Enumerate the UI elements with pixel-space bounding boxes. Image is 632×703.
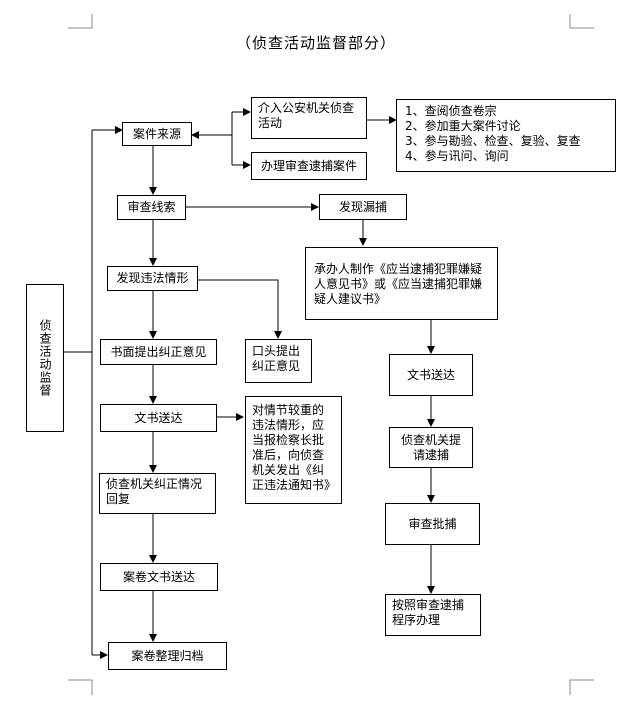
node-doc-send-right-label: 文书送达 (406, 368, 455, 382)
node-doc-send-right: 文书送达 (389, 354, 473, 396)
node-review-arrest: 审查批捕 (385, 503, 480, 545)
node-review-clues: 审查线索 (117, 195, 186, 220)
crop-marks (68, 14, 594, 695)
node-written-opinion: 书面提出纠正意见 (100, 339, 217, 365)
node-archive-send: 案卷文书送达 (100, 563, 218, 591)
node-per-procedure: 按照审查逮捕程序办理 (385, 594, 481, 636)
node-doc-send-left: 文书送达 (100, 404, 217, 432)
node-find-violation: 发现违法情形 (107, 266, 198, 291)
node-oral-opinion: 口头提出纠正意见 (245, 339, 312, 383)
node-arrest-case: 办理审查逮捕案件 (251, 152, 367, 180)
node-undertaker: 承办人制作《应当逮捕犯罪嫌疑人意见书》或《应当逮捕犯罪嫌疑人建议书》 (305, 247, 498, 320)
side-label-box: 侦查活动监督 (26, 284, 64, 432)
node-agency-request: 侦查机关提请逮捕 (389, 427, 473, 468)
node-duties-list: 1、查阅侦查卷宗 2、参加重大案件讨论 3、参与勘验、检查、复验、复查 4、参与… (396, 99, 616, 172)
page-title: （侦查活动监督部分） (235, 34, 396, 52)
node-case-source: 案件来源 (122, 122, 192, 146)
node-intervene: 介入公安机关侦查活动 (251, 97, 367, 139)
node-agency-reply: 侦查机关纠正情况回复 (99, 473, 216, 514)
node-serious-note: 对情节较重的违法情形，应当报检察长批准后，向侦查机关发出《纠正违法通知书》 (245, 396, 342, 504)
node-archive: 案卷整理归档 (108, 642, 227, 670)
node-find-omission: 发现漏捕 (319, 194, 407, 220)
